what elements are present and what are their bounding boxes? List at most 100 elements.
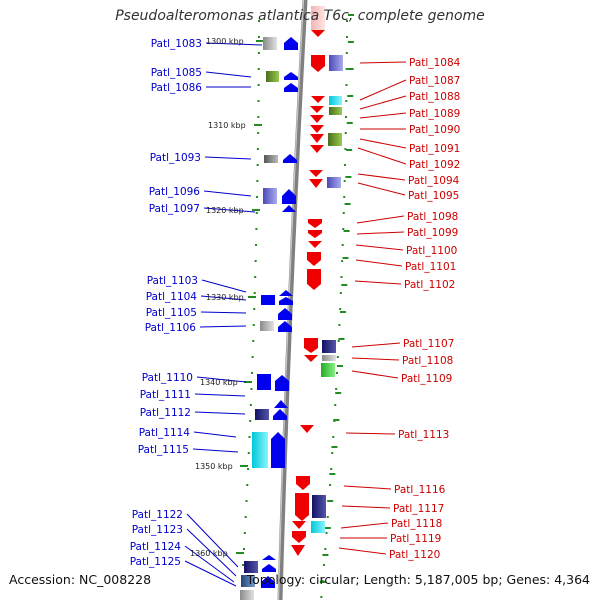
- scale-dot: [256, 180, 259, 182]
- scale-dot: [345, 68, 348, 70]
- scale-dot: [244, 516, 247, 518]
- scale-major-tick: [244, 381, 252, 383]
- scale-dot: [255, 244, 258, 246]
- gene-label-reverse[interactable]: Patl_1094: [408, 175, 460, 187]
- scale-dot: [254, 276, 257, 278]
- reverse-gene-arrow: [292, 531, 306, 543]
- gene-label-reverse[interactable]: Patl_1107: [403, 338, 454, 350]
- forward-gene-labels: Patl_1083Patl_1085Patl_1086Patl_1093Patl…: [130, 38, 203, 568]
- reverse-strand-genes: [291, 6, 343, 556]
- scale-dot: [257, 100, 260, 102]
- gene-label-forward[interactable]: Patl_1112: [140, 407, 191, 419]
- gene-label-forward[interactable]: Patl_1093: [150, 152, 201, 164]
- gene-label-forward[interactable]: Patl_1123: [132, 524, 183, 536]
- gene-label-reverse[interactable]: Patl_1098: [407, 211, 458, 223]
- gene-label-reverse[interactable]: Patl_1090: [409, 124, 460, 136]
- gene-label-reverse[interactable]: Patl_1099: [407, 227, 458, 239]
- scale-dot: [340, 276, 343, 278]
- gene-label-forward[interactable]: Patl_1125: [130, 556, 181, 568]
- feature-block: [240, 590, 254, 600]
- scale-dot: [343, 180, 346, 182]
- scale-dot: [248, 436, 251, 438]
- gene-label-reverse[interactable]: Patl_1089: [409, 108, 460, 120]
- forward-gene-arrow: [274, 400, 288, 408]
- gene-label-reverse[interactable]: Patl_1088: [409, 91, 460, 103]
- label-leader-line: [340, 522, 389, 529]
- gene-label-reverse[interactable]: Patl_1117: [393, 503, 444, 515]
- scale-major-tick: [236, 552, 244, 554]
- scale-dot: [329, 484, 332, 486]
- scale-dot: [255, 212, 258, 214]
- label-leader-line: [199, 325, 247, 328]
- feature-block: [311, 521, 325, 533]
- gene-label-forward[interactable]: Patl_1097: [149, 203, 200, 215]
- scale-dot: [344, 132, 347, 134]
- gene-label-reverse[interactable]: Patl_1119: [390, 533, 441, 545]
- forward-label-leaders: [184, 42, 263, 587]
- gene-label-reverse[interactable]: Patl_1113: [398, 429, 449, 441]
- gene-label-reverse[interactable]: Patl_1101: [405, 261, 456, 273]
- gene-label-forward[interactable]: Patl_1110: [142, 372, 193, 384]
- gene-label-reverse[interactable]: Patl_1084: [409, 57, 461, 69]
- label-leader-line: [359, 95, 407, 110]
- reverse-gene-arrow: [292, 521, 306, 529]
- gene-label-reverse[interactable]: Patl_1120: [389, 549, 440, 561]
- label-leader-line: [194, 411, 246, 415]
- gene-label-reverse[interactable]: Patl_1091: [409, 143, 460, 155]
- label-leader-line: [194, 393, 246, 397]
- gene-label-forward[interactable]: Patl_1114: [139, 427, 191, 439]
- forward-strand-genes: [240, 37, 298, 600]
- scale-minor-tick: [343, 230, 350, 232]
- label-leader-line: [196, 376, 247, 383]
- gene-label-forward[interactable]: Patl_1096: [149, 186, 201, 198]
- gene-label-reverse[interactable]: Patl_1109: [401, 373, 452, 385]
- forward-gene-arrow: [283, 154, 297, 163]
- gene-label-reverse[interactable]: Patl_1108: [402, 355, 453, 367]
- scale-dot: [250, 388, 253, 390]
- gene-label-forward[interactable]: Patl_1103: [147, 275, 198, 287]
- label-leader-line: [345, 432, 396, 435]
- scale-dot: [249, 404, 252, 406]
- reverse-gene-arrow: [311, 55, 325, 72]
- gene-label-forward[interactable]: Patl_1086: [151, 82, 203, 94]
- map-title: Pseudoalteromonas atlantica T6c, complet…: [115, 8, 485, 24]
- forward-gene-arrow: [273, 409, 287, 420]
- scale-dot: [345, 116, 348, 118]
- scale-minor-tick: [327, 500, 334, 502]
- gene-label-reverse[interactable]: Patl_1095: [408, 190, 459, 202]
- scale-major-tick: [240, 465, 248, 467]
- scale-dot: [243, 532, 246, 534]
- gene-label-reverse[interactable]: Patl_1102: [404, 279, 455, 291]
- gene-label-forward[interactable]: Patl_1122: [132, 509, 183, 521]
- label-leader-line: [356, 215, 405, 224]
- gene-label-reverse[interactable]: Patl_1118: [391, 518, 442, 530]
- gene-label-reverse[interactable]: Patl_1100: [406, 245, 457, 257]
- scale-dot: [336, 372, 339, 374]
- feature-block: [260, 321, 274, 331]
- scale-minor-tick: [347, 14, 354, 16]
- reverse-gene-arrow: [295, 493, 309, 521]
- label-leader-line: [355, 259, 403, 267]
- scale-dot: [257, 52, 260, 54]
- gene-label-forward[interactable]: Patl_1105: [146, 307, 197, 319]
- label-leader-line: [184, 560, 237, 587]
- gene-label-forward[interactable]: Patl_1085: [151, 67, 202, 79]
- gene-label-forward[interactable]: Patl_1104: [146, 291, 198, 303]
- forward-gene-arrow: [284, 37, 298, 50]
- scale-major-tick: [248, 296, 256, 298]
- feature-block: [263, 188, 277, 204]
- scale-dot: [339, 308, 342, 310]
- gene-label-reverse[interactable]: Patl_1092: [409, 159, 460, 171]
- gene-label-forward[interactable]: Patl_1124: [130, 541, 182, 553]
- gene-label-forward[interactable]: Patl_1111: [140, 389, 191, 401]
- scale-minor-tick: [347, 41, 354, 43]
- gene-label-reverse[interactable]: Patl_1087: [409, 75, 460, 87]
- gene-label-forward[interactable]: Patl_1106: [145, 322, 197, 334]
- gene-label-forward[interactable]: Patl_1083: [151, 38, 202, 50]
- gene-label-reverse[interactable]: Patl_1116: [394, 484, 446, 496]
- scale-dot: [336, 356, 339, 358]
- gene-label-forward[interactable]: Patl_1115: [138, 444, 189, 456]
- reverse-gene-arrow: [310, 134, 324, 143]
